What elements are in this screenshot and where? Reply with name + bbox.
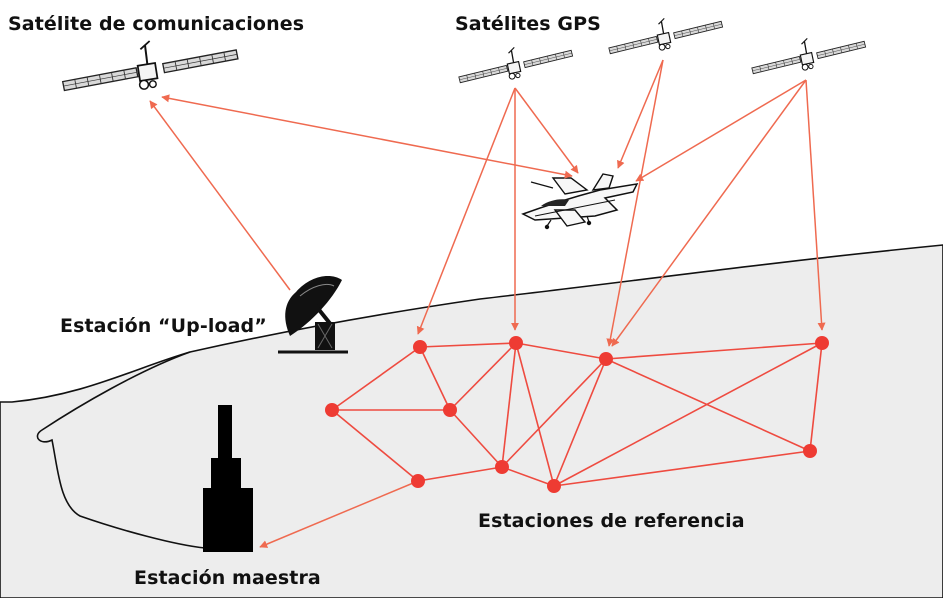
reference-stations bbox=[325, 336, 829, 493]
fighter-jet-icon bbox=[521, 173, 639, 230]
gps-satellite-1-icon bbox=[458, 46, 574, 84]
satellite-dish-icon bbox=[278, 276, 348, 354]
reference-station-node bbox=[803, 444, 817, 458]
gps-satellite-3-icon bbox=[751, 37, 867, 75]
reference-stations-label: Estaciones de referencia bbox=[478, 510, 745, 532]
reference-station-node bbox=[413, 340, 427, 354]
master-station-label: Estación maestra bbox=[134, 567, 321, 589]
reference-station-node bbox=[411, 474, 425, 488]
signal-arrows bbox=[149, 59, 826, 548]
comm-satellite-label: Satélite de comunicaciones bbox=[8, 13, 305, 35]
reference-station-node bbox=[547, 479, 561, 493]
ground-area bbox=[0, 244, 943, 598]
reference-station-node bbox=[495, 460, 509, 474]
reference-station-node bbox=[509, 336, 523, 350]
coastline bbox=[36, 351, 206, 549]
uplink-station-label: Estación “Up-load” bbox=[60, 315, 267, 337]
reference-station-node bbox=[599, 352, 613, 366]
reference-network-links bbox=[331, 342, 823, 487]
communication-satellite-icon bbox=[61, 35, 240, 101]
reference-station-node bbox=[443, 403, 457, 417]
reference-station-node bbox=[325, 403, 339, 417]
gps-satellite-2-icon bbox=[608, 17, 724, 55]
master-station-icon bbox=[203, 405, 253, 552]
reference-station-node bbox=[815, 336, 829, 350]
gps-satellites-label: Satélites GPS bbox=[455, 13, 601, 35]
